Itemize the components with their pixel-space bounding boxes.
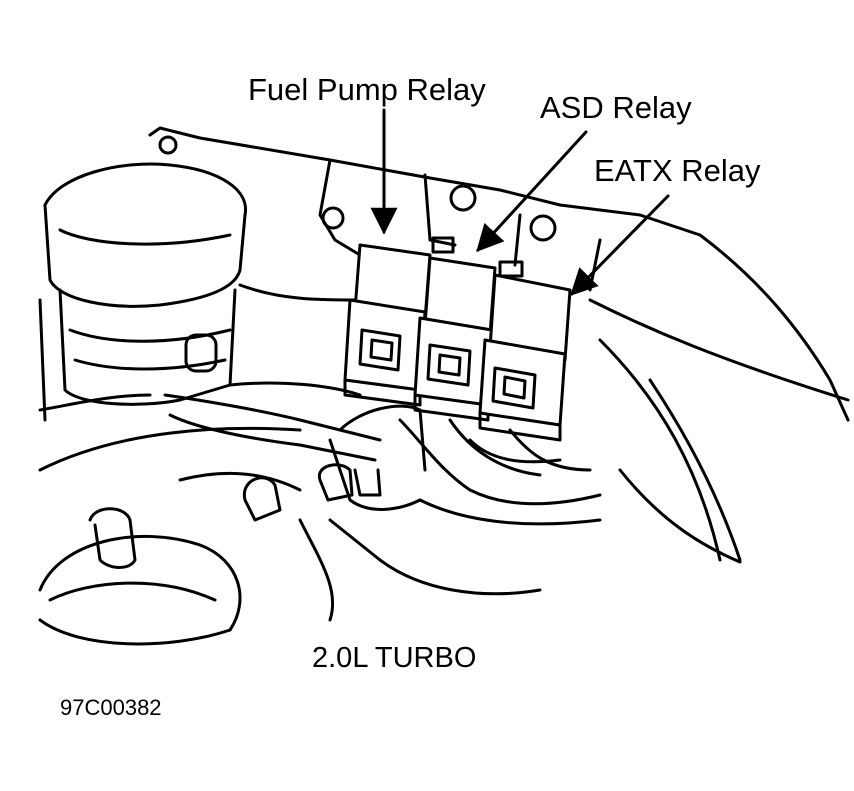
asd-relay-label: ASD Relay bbox=[540, 90, 692, 125]
eatx-relay-label: EATX Relay bbox=[594, 153, 761, 188]
hoses bbox=[38, 381, 602, 511]
asd-relay-arrow bbox=[476, 130, 588, 252]
asd-relay-shape bbox=[413, 236, 524, 422]
callout-arrows bbox=[370, 108, 670, 296]
eatx-relay-arrow bbox=[570, 194, 670, 296]
fuel-pump-relay-label: Fuel Pump Relay bbox=[248, 72, 486, 107]
bulkhead-outline bbox=[148, 126, 850, 564]
relay-block bbox=[343, 236, 572, 442]
figure-id: 97C00382 bbox=[60, 695, 162, 720]
coolant-reservoir bbox=[38, 162, 357, 422]
engine-caption: 2.0L TURBO bbox=[312, 642, 477, 674]
fittings bbox=[178, 463, 602, 622]
eatx-relay-shape bbox=[478, 273, 572, 442]
strut-tower bbox=[38, 507, 242, 646]
